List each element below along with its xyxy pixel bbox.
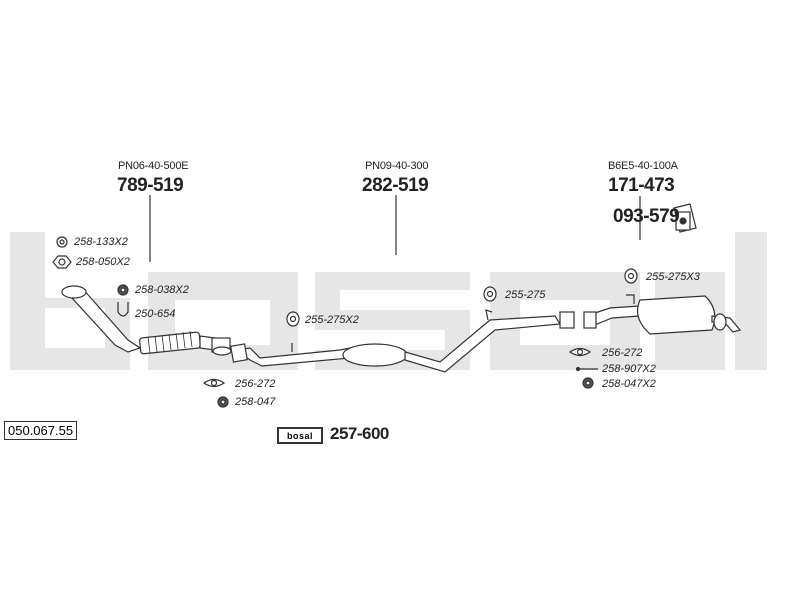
middle-pipe-oe-number: PN09-40-300: [365, 160, 429, 172]
fitting-label[interactable]: 256-272: [235, 378, 276, 390]
spring-nut-icon: [117, 284, 129, 296]
fitting-label[interactable]: 255-275: [505, 289, 546, 301]
center-muffler: [342, 343, 408, 367]
front-pipe-oe-number: PN06-40-500E: [118, 160, 189, 172]
u-bolt-clamp-icon: [117, 302, 129, 317]
rubber-hanger-icon-1: [286, 311, 300, 327]
fitting-label[interactable]: 258-133X2: [74, 236, 128, 248]
fitting-label[interactable]: 255-275X3: [646, 271, 700, 283]
flange-gasket-icon-1: [202, 378, 226, 388]
fitting-label[interactable]: 258-047: [235, 396, 276, 408]
reference-number: 050.067.55: [4, 421, 78, 440]
fitting-label[interactable]: 255-275X2: [305, 314, 359, 326]
rear-silencer-oe-number: B6E5-40-100A: [608, 160, 678, 172]
middle-rear-flange: [559, 311, 575, 329]
fitting-label[interactable]: 258-047X2: [602, 378, 656, 390]
fitting-label[interactable]: 258-050X2: [76, 256, 130, 268]
middle-pipe: [230, 309, 575, 373]
assembly-kit-number[interactable]: 257-600: [330, 424, 389, 443]
front-pipe-part-number[interactable]: 789-519: [117, 175, 184, 196]
rear-silencer-part-number[interactable]: 171-473: [608, 175, 675, 196]
middle-pipe-part-number[interactable]: 282-519: [362, 175, 429, 196]
front-pipe: [61, 285, 232, 356]
heat-shield-icon: [673, 203, 697, 233]
locknut-icon-1: [217, 396, 229, 408]
ring-gasket-icon: [56, 236, 68, 248]
brand-logo: bosal: [277, 427, 323, 444]
fitting-label[interactable]: 258-907X2: [602, 363, 656, 375]
rubber-hanger-icon-3: [624, 268, 638, 284]
manifold-flange: [61, 285, 87, 299]
fitting-label[interactable]: 250-654: [135, 308, 176, 320]
locknut-icon-2: [582, 377, 594, 389]
rear-silencer: [583, 294, 742, 335]
rubber-hanger-icon-2: [483, 286, 497, 302]
fitting-label[interactable]: 256-272: [602, 347, 643, 359]
fitting-label[interactable]: 258-038X2: [135, 284, 189, 296]
nut-icon: [52, 255, 72, 269]
heat-shield-part-number[interactable]: 093-579: [613, 206, 680, 227]
rear-muffler-body: [637, 295, 716, 335]
flange-gasket-icon-2: [568, 347, 592, 357]
